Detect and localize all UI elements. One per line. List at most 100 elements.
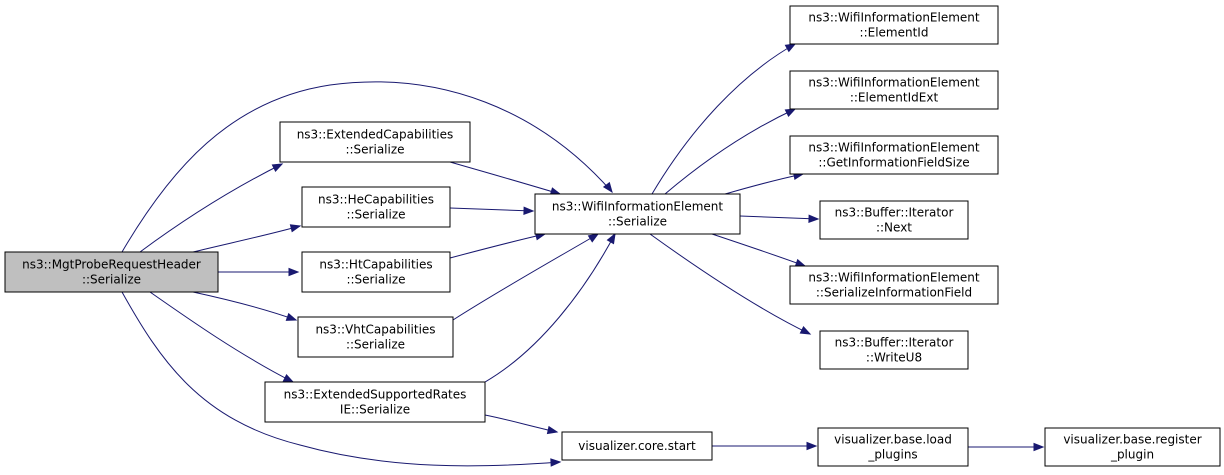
node-label-line: ns3::WifiInformationElement — [808, 271, 980, 285]
edge-line — [449, 233, 546, 259]
node-label-line: ::Serialize — [82, 273, 141, 287]
node-label-line: ns3::ExtendedCapabilities — [297, 128, 454, 142]
node-visualizer-base-load-plugins[interactable]: visualizer.base.load_plugins — [817, 427, 969, 467]
node-htcapabilities-serialize[interactable]: ns3::HtCapabilities::Serialize — [301, 251, 451, 293]
arrowhead-icon — [784, 108, 797, 118]
node-wifiinformationelement-serialize[interactable]: ns3::WifiInformationElement::Serialize — [534, 193, 741, 235]
edge-root-to-htcap — [218, 267, 300, 277]
edge-line — [649, 233, 811, 335]
arrowhead-icon — [784, 43, 797, 53]
arrowhead-icon — [282, 373, 295, 383]
node-wifiinformationelement-elementidext[interactable]: ns3::WifiInformationElement::ElementIdEx… — [789, 70, 999, 110]
node-box — [534, 193, 741, 235]
edge-extcap-to-wie — [449, 161, 562, 196]
edge-line — [664, 108, 796, 195]
edge-vload-to-vreg — [968, 442, 1045, 452]
edge-root-to-vstart — [121, 291, 562, 467]
arrowhead-icon — [794, 258, 807, 267]
node-box — [264, 381, 486, 423]
edge-root-to-wie — [121, 81, 613, 253]
node-extendedcapabilities-serialize[interactable]: ns3::ExtendedCapabilities::Serialize — [279, 121, 471, 163]
arrowhead-icon — [289, 224, 302, 233]
node-label-line: ns3::WifiInformationElement — [552, 200, 724, 214]
edge-wie-to-getsize — [724, 171, 805, 195]
node-visualizer-base-register-plugin[interactable]: visualizer.base.register_plugin — [1044, 427, 1221, 467]
edge-root-to-extrates — [149, 291, 295, 383]
node-visualizer-core-start[interactable]: visualizer.core.start — [561, 431, 713, 461]
node-label-line: _plugins — [867, 448, 917, 462]
node-label-line: ns3::WifiInformationElement — [808, 76, 980, 90]
node-box — [561, 431, 713, 461]
edge-line — [449, 207, 534, 212]
node-label-line: ::Next — [876, 221, 912, 235]
node-mgtproberequestheader-serialize[interactable]: ns3::MgtProbeRequestHeader::Serialize — [4, 251, 219, 293]
node-label-line: ::Serialize — [608, 215, 667, 229]
node-box — [789, 265, 999, 305]
arrowhead-icon — [808, 214, 820, 223]
edge-line — [449, 161, 561, 195]
edge-vstart-to-vload — [712, 441, 818, 451]
node-buffer-iterator-writeu8[interactable]: ns3::Buffer::Iterator::WriteU8 — [819, 330, 969, 370]
edge-line — [724, 173, 804, 195]
edge-line — [192, 291, 297, 321]
node-label-line: ns3::Buffer::Iterator — [835, 206, 954, 220]
node-label-line: ns3::WifiInformationElement — [808, 11, 980, 25]
edge-extrates-to-vstart — [484, 414, 559, 435]
edge-hecap-to-wie — [449, 206, 535, 215]
arrowhead-icon — [288, 267, 300, 277]
edge-wie-to-next — [739, 214, 820, 223]
edge-wie-to-elemidext — [664, 108, 797, 195]
node-wifiinformationelement-elementid[interactable]: ns3::WifiInformationElement::ElementId — [789, 5, 999, 45]
arrowhead-icon — [799, 325, 812, 335]
node-box — [301, 186, 451, 228]
node-box — [819, 200, 969, 240]
edge-line — [121, 81, 613, 253]
arrowhead-icon — [550, 458, 562, 467]
edge-line — [192, 225, 301, 253]
edge-vhtcap-to-wie — [452, 233, 600, 321]
node-label-line: ns3::MgtProbeRequestHeader — [22, 258, 201, 272]
edge-line — [139, 163, 283, 253]
edge-htcap-to-wie — [449, 232, 547, 259]
node-label-line: IE::Serialize — [340, 403, 410, 417]
edge-line — [739, 215, 819, 220]
arrowhead-icon — [546, 425, 559, 435]
node-wifiinformationelement-getinformationfieldsize[interactable]: ns3::WifiInformationElement::GetInformat… — [789, 135, 999, 175]
node-hecapabilities-serialize[interactable]: ns3::HeCapabilities::Serialize — [301, 186, 451, 228]
arrowhead-icon — [1033, 442, 1045, 452]
node-label-line: ns3::Buffer::Iterator — [835, 336, 954, 350]
node-label-line: visualizer.base.load — [834, 433, 952, 447]
edge-root-to-vhtcap — [192, 291, 298, 321]
edge-extrates-to-wie — [484, 232, 616, 383]
node-label-line: ns3::ExtendedSupportedRates — [284, 388, 467, 402]
node-box — [279, 121, 471, 163]
node-box — [297, 316, 454, 358]
node-label-line: ::Serialize — [345, 143, 404, 157]
node-box — [819, 330, 969, 370]
node-label-line: ns3::WifiInformationElement — [808, 141, 980, 155]
arrowhead-icon — [285, 312, 298, 321]
arrowhead-icon — [602, 181, 613, 194]
node-label-line: ns3::HeCapabilities — [318, 193, 434, 207]
node-box — [789, 5, 999, 45]
node-vhtcapabilities-serialize[interactable]: ns3::VhtCapabilities::Serialize — [297, 316, 454, 358]
node-label-line: visualizer.base.register — [1063, 433, 1201, 447]
node-wifiinformationelement-serializeinformationfield[interactable]: ns3::WifiInformationElement::SerializeIn… — [789, 265, 999, 305]
node-buffer-iterator-next[interactable]: ns3::Buffer::Iterator::Next — [819, 200, 969, 240]
edge-line — [711, 233, 806, 267]
edge-line — [484, 233, 616, 383]
edge-line — [149, 291, 294, 383]
node-label-line: ::SerializeInformationField — [816, 286, 972, 300]
arrowhead-icon — [523, 206, 535, 215]
node-label-line: visualizer.core.start — [578, 439, 696, 453]
arrowhead-icon — [271, 163, 284, 173]
edge-line — [452, 233, 599, 321]
edge-wie-to-serfield — [711, 233, 807, 267]
node-label-line: ::WriteU8 — [866, 351, 922, 365]
edge-line — [121, 291, 561, 467]
edge-line — [651, 43, 796, 195]
node-label-line: ::GetInformationFieldSize — [818, 156, 969, 170]
edge-wie-to-writeu8 — [649, 233, 812, 335]
